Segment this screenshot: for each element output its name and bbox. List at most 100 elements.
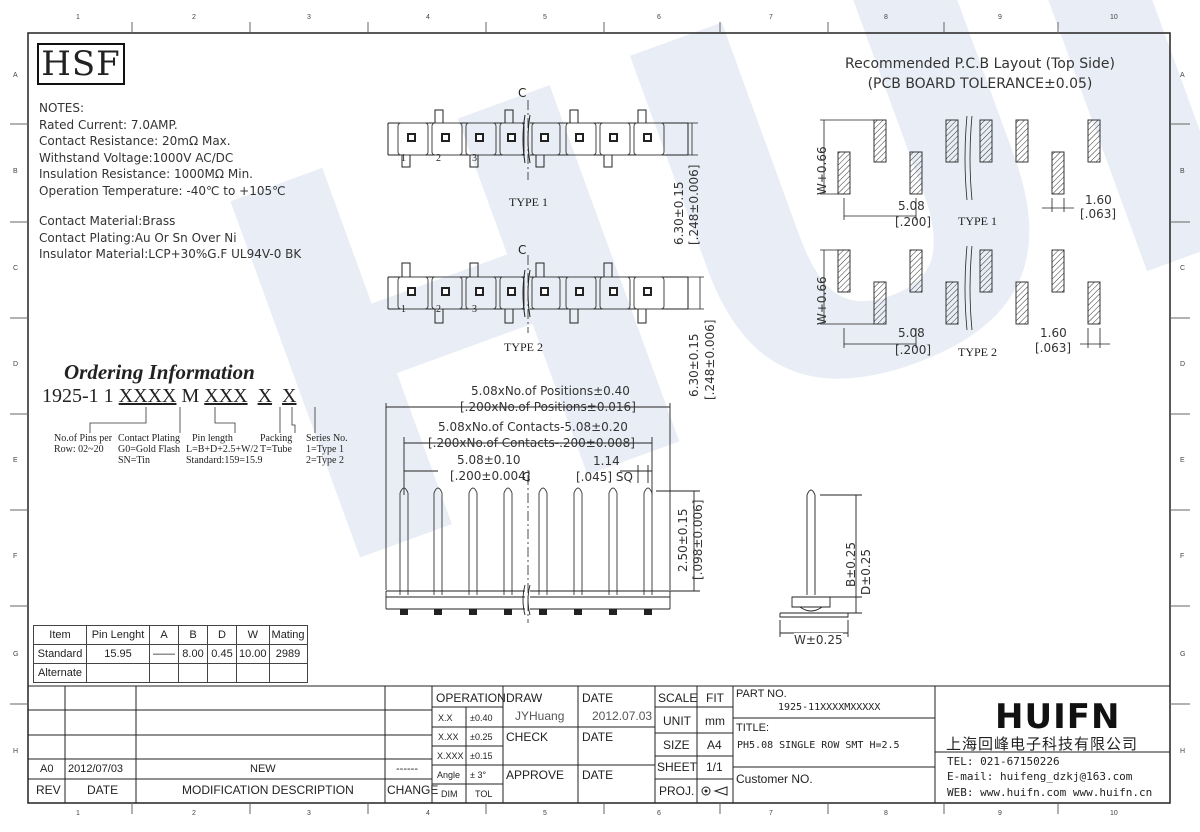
zone-row: C — [13, 265, 19, 272]
pin-number: 1 — [401, 304, 406, 315]
draw-label: DRAW — [506, 691, 543, 705]
zone-row: D — [13, 361, 19, 368]
tol-label: TOL — [475, 789, 493, 799]
front-dim-positions: 5.08xNo.of Positions±0.40 — [471, 384, 630, 398]
material-line: Insulator Material:LCP+30%G.F UL94V-0 BK — [39, 247, 302, 261]
rev-header: REV — [36, 783, 61, 797]
zone-row: H — [13, 748, 19, 755]
unit-label: UNIT — [663, 714, 691, 728]
tol-value: ± 3° — [470, 770, 487, 780]
label-series: Series No. 1=Type 1 2=Type 2 — [306, 433, 348, 466]
zone-row: G — [1180, 651, 1186, 658]
front-dim-pin-size-in: [.045] SQ — [576, 470, 633, 484]
unit-value: mm — [705, 714, 725, 728]
zone-row: G — [13, 651, 19, 658]
sheet-label: SHEET — [657, 760, 698, 774]
fit-value: FIT — [706, 691, 724, 705]
code-part: XXX — [204, 385, 248, 407]
check-date-label: DATE — [582, 730, 614, 744]
centerline-mark: C — [522, 470, 531, 484]
zone-row: F — [13, 553, 18, 560]
note-line: Insulation Resistance: 1000MΩ Min. — [39, 167, 253, 181]
pcb-pad-1: 1.60 — [1085, 193, 1112, 207]
rev-change-value: ------ — [396, 763, 418, 775]
zone-row: A — [13, 72, 18, 79]
tol-key: X.X — [438, 713, 453, 723]
sheet-value: 1/1 — [706, 760, 723, 774]
zone-row: D — [1180, 361, 1186, 368]
pcb-pitch-1-in: [.200] — [895, 215, 932, 229]
pcb-pitch-2-in: [.200] — [895, 343, 932, 357]
type2-connector — [387, 255, 689, 333]
tol-value: ±0.25 — [470, 732, 493, 742]
pcb-pitch-1: 5.08 — [898, 199, 925, 213]
material-line: Contact Material:Brass — [39, 214, 176, 228]
material-line: Contact Plating:Au Or Sn Over Ni — [39, 230, 237, 245]
size-value: A4 — [707, 738, 722, 752]
zone-col: 5 — [543, 810, 547, 817]
drawing-title: PH5.08 SINGLE ROW SMT H=2.5 — [737, 740, 900, 751]
label-pins: No.of Pins per Row: 02~20 — [54, 433, 113, 455]
rev-value: A0 — [40, 763, 54, 775]
pin-number: 1 — [401, 153, 406, 164]
company-web: WEB: www.huifn.com www.huifn.cn — [947, 786, 1153, 799]
zone-col: 5 — [543, 14, 547, 21]
zone-col: 10 — [1110, 14, 1118, 21]
zone-col: 3 — [307, 810, 311, 817]
zone-col: 6 — [657, 810, 661, 817]
type1-connector — [387, 100, 689, 180]
code-part: M — [181, 385, 200, 407]
zone-col: 2 — [192, 14, 196, 21]
pcb-layout-drawing — [820, 115, 1110, 348]
notes-block: NOTES: Rated Current: 7.0AMP. Contact Re… — [39, 100, 301, 263]
code-part: X — [257, 385, 273, 407]
pcb-pad-2-in: [.063] — [1035, 341, 1072, 355]
spec-cell: Standard — [33, 644, 87, 664]
front-dim-pin-size: 1.14 — [593, 454, 620, 468]
zone-col: 8 — [884, 810, 888, 817]
draw-name: JYHuang — [515, 709, 565, 723]
operation-label: OPERATION — [436, 691, 506, 705]
zone-col: 8 — [884, 14, 888, 21]
zone-col: 6 — [657, 14, 661, 21]
pcb-type2-label: TYPE 2 — [958, 345, 997, 359]
front-view-drawing — [385, 403, 700, 623]
pin-number: 2 — [436, 153, 441, 164]
zone-col: 10 — [1110, 810, 1118, 817]
spec-cell: 8.00 — [178, 644, 208, 664]
scale-label: SCALE — [658, 691, 698, 705]
rev-desc-value: NEW — [250, 763, 276, 775]
centerline-mark: C — [518, 86, 527, 100]
zone-row: E — [13, 457, 18, 464]
spec-cell — [207, 663, 237, 683]
pin-number: 3 — [472, 153, 477, 164]
zone-col: 7 — [769, 810, 773, 817]
ordering-code: 1925-1 1 XXXX M XXX X X — [42, 385, 297, 408]
huifn-logo: HUIFN — [995, 697, 1121, 737]
part-no-value: 1925-11XXXXMXXXXX — [778, 702, 881, 713]
front-dim-pitch-in: [.200±0.004] — [450, 469, 531, 483]
change-header: CHANGE — [387, 783, 439, 797]
code-part: XX — [118, 385, 148, 407]
code-part: XX — [147, 385, 177, 407]
zone-col: 4 — [426, 810, 430, 817]
pcb-pitch-2: 5.08 — [898, 326, 925, 340]
pcb-layout-title: Recommended P.C.B Layout (Top Side) (PCB… — [845, 56, 1115, 92]
size-label: SIZE — [663, 738, 690, 752]
projection-symbol-icon — [701, 786, 728, 796]
zone-col: 3 — [307, 14, 311, 21]
pin-number: 3 — [472, 304, 477, 315]
centerline-mark: C — [518, 243, 527, 257]
customer-no-label: Customer NO. — [736, 772, 813, 786]
top-view-drawings — [387, 100, 704, 333]
zone-row: E — [1180, 457, 1185, 464]
zone-row: B — [1180, 168, 1185, 175]
part-no-label: PART NO. — [736, 688, 787, 700]
desc-header: MODIFICATION DESCRIPTION — [182, 783, 354, 797]
code-prefix: 1925-1 1 — [42, 385, 119, 407]
label-plating: Contact Plating G0=Gold Flash SN=Tin — [118, 433, 181, 466]
code-part: X — [282, 385, 297, 407]
zone-col: 2 — [192, 810, 196, 817]
pin-number: 2 — [436, 304, 441, 315]
